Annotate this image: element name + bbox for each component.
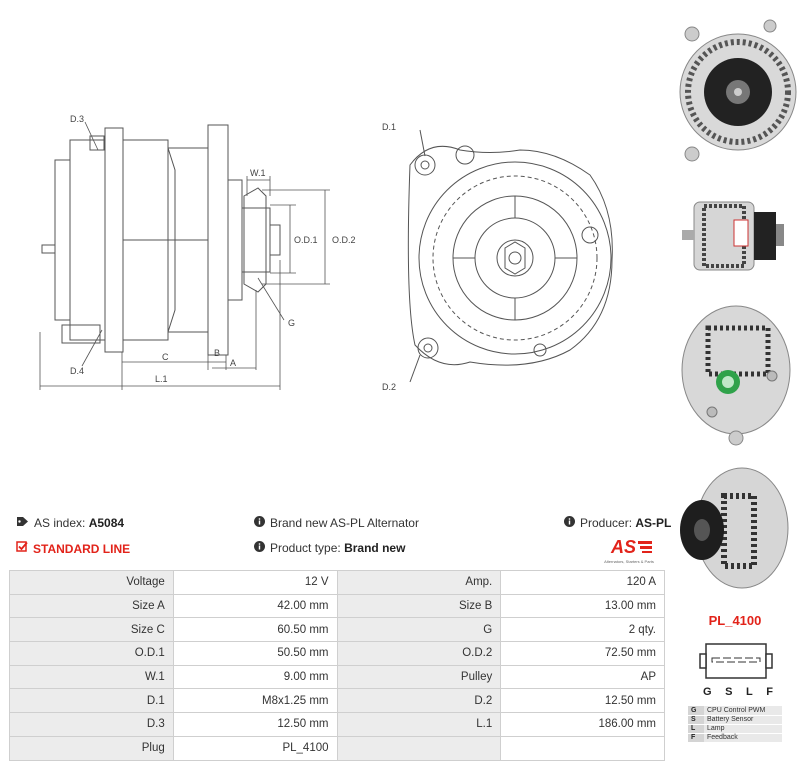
spec-key: Size C [9, 617, 174, 643]
spec-key: W.1 [9, 664, 174, 690]
table-row: D.1 M8x1.25 mm D.2 12.50 mm [9, 688, 665, 714]
producer-value: AS-PL [635, 516, 672, 530]
spec-value: 186.00 mm [500, 712, 665, 737]
spec-value: 9.00 mm [172, 664, 338, 690]
as-index-label: AS index: [34, 516, 86, 530]
pin-key: L [688, 724, 704, 734]
table-row: Size A 42.00 mm Size B 13.00 mm [9, 593, 665, 619]
pin-key: F [688, 733, 704, 743]
drawing-label-b: B [214, 348, 220, 358]
spec-value: 12.50 mm [500, 688, 665, 714]
checkbox-icon [16, 541, 28, 556]
plug-pin-letter: G [703, 686, 712, 698]
spec-value: 13.00 mm [500, 593, 665, 619]
spec-value: 42.00 mm [172, 593, 338, 619]
spec-value: AP [500, 664, 665, 690]
pin-desc: Feedback [704, 733, 782, 743]
table-row: S Battery Sensor [688, 715, 782, 725]
pin-key: G [688, 706, 704, 716]
spec-value: M8x1.25 mm [172, 688, 338, 714]
info-circle-icon [564, 516, 575, 530]
spec-key: Pulley [336, 664, 502, 690]
spec-value: 60.50 mm [172, 617, 338, 643]
spec-value [500, 735, 665, 761]
spec-key: Plug [9, 735, 174, 761]
spec-key: G [336, 617, 502, 643]
table-row: Size C 60.50 mm G 2 qty. [9, 617, 665, 643]
table-row: Voltage 12 V Amp. 120 A [9, 570, 665, 595]
pin-desc: CPU Control PWM [704, 706, 782, 716]
as-index: AS index: A5084 [16, 516, 124, 530]
drawing-label-w1: W.1 [250, 168, 266, 178]
product-photo-angle [680, 467, 789, 589]
info-circle-icon [254, 541, 265, 555]
plug-diagram [699, 643, 773, 679]
spec-value: 50.50 mm [172, 641, 338, 666]
pin-desc: Lamp [704, 724, 782, 734]
drawing-label-d1: D.1 [382, 122, 396, 132]
plug-title: PL_4100 [708, 613, 762, 628]
spec-value: PL_4100 [172, 735, 338, 761]
drawing-label-l1: L.1 [155, 374, 168, 384]
product-photo-rear [679, 19, 797, 162]
spec-key: O.D.2 [336, 641, 502, 666]
product-type: Product type: Brand new [254, 541, 405, 555]
producer-label: Producer: [580, 516, 633, 530]
specification-table: Voltage 12 V Amp. 120 A Size A 42.00 mm … [9, 570, 665, 761]
drawing-label-g: G [288, 318, 295, 328]
technical-drawing: D.3 D.4 W.1 O.D.1 O.D.2 G C B A L.1 D.1 … [39, 114, 613, 392]
product-photo-back [681, 305, 791, 446]
plug-pin-letter: L [745, 686, 753, 698]
drawing-label-d4: D.4 [70, 366, 84, 376]
pin-desc: Battery Sensor [704, 715, 782, 725]
spec-value: 12.50 mm [172, 712, 338, 737]
table-row: Plug PL_4100 [9, 735, 665, 761]
as-index-value: A5084 [88, 516, 125, 530]
brand-new-text: Brand new AS-PL Alternator [270, 516, 419, 530]
table-row: G CPU Control PWM [688, 706, 782, 716]
plug-pin-letters: G S L F [703, 686, 773, 698]
standard-line: STANDARD LINE [16, 541, 130, 556]
pin-key: S [688, 715, 704, 725]
spec-key: L.1 [336, 712, 502, 737]
spec-value: 120 A [500, 570, 665, 595]
table-row: O.D.1 50.50 mm O.D.2 72.50 mm [9, 641, 665, 666]
as-pl-logo: AS Alternators, Starters & Parts [604, 537, 654, 564]
product-type-label: Product type: [270, 541, 341, 555]
plug-pin-table: G CPU Control PWM S Battery Sensor L Lam… [688, 706, 782, 743]
spec-key: Size A [9, 593, 174, 619]
as-logo-mark: AS [610, 537, 636, 557]
product-photo-side [682, 201, 784, 271]
spec-value: 72.50 mm [500, 641, 665, 666]
drawing-label-a: A [230, 358, 236, 368]
info-circle-icon [254, 516, 265, 530]
spec-key [336, 735, 502, 761]
producer: Producer: AS-PL [564, 516, 671, 530]
table-row: L Lamp [688, 724, 782, 734]
drawing-label-d2: D.2 [382, 382, 396, 392]
product-type-value: Brand new [344, 541, 406, 555]
table-row: D.3 12.50 mm L.1 186.00 mm [9, 712, 665, 737]
drawing-label-od1: O.D.1 [294, 235, 318, 245]
brand-new-info: Brand new AS-PL Alternator [254, 516, 419, 530]
standard-line-label: STANDARD LINE [33, 541, 131, 556]
spec-key: D.1 [9, 688, 174, 714]
plug-pin-letter: F [766, 686, 773, 698]
spec-value: 12 V [172, 570, 338, 595]
spec-key: Size B [336, 593, 502, 619]
table-row: F Feedback [688, 733, 782, 743]
drawing-label-c: C [162, 352, 169, 362]
drawing-label-d3: D.3 [70, 114, 84, 124]
spec-key: D.3 [9, 712, 174, 737]
as-logo-tagline: Alternators, Starters & Parts [604, 559, 654, 564]
tag-icon [16, 516, 29, 530]
spec-key: O.D.1 [9, 641, 174, 666]
plug-pin-letter: S [725, 686, 733, 698]
spec-key: D.2 [336, 688, 502, 714]
spec-value: 2 qty. [500, 617, 665, 643]
spec-key: Amp. [336, 570, 502, 595]
drawing-label-od2: O.D.2 [332, 235, 356, 245]
spec-key: Voltage [9, 570, 174, 595]
table-row: W.1 9.00 mm Pulley AP [9, 664, 665, 690]
